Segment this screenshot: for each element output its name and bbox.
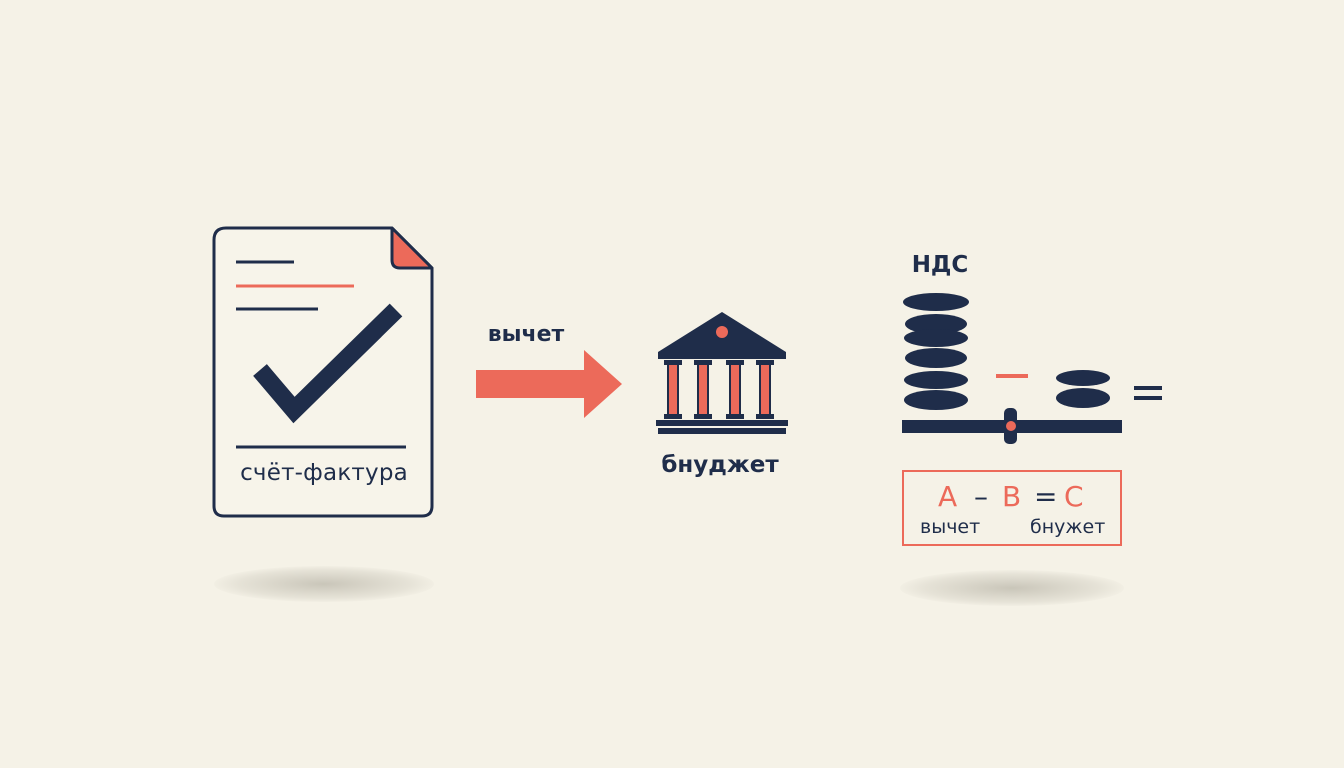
government-building-icon	[656, 312, 788, 434]
formula-left-caption: вычет	[920, 516, 981, 538]
arrow-label: вычет	[487, 322, 565, 347]
invoice-label: счёт-фактура	[240, 460, 408, 486]
formula-shadow	[900, 570, 1124, 606]
formula-b: B	[1002, 480, 1022, 513]
formula-box: A – B = C вычет бнужет	[902, 470, 1122, 546]
formula-equation: A – B = C	[904, 480, 1120, 513]
bank-label: бнуджет	[661, 452, 779, 478]
formula-a: A	[938, 480, 958, 513]
invoice-shadow	[214, 566, 434, 602]
right-arrow-icon	[476, 350, 622, 418]
formula-c: C	[1064, 480, 1084, 513]
formula-equals: =	[1034, 480, 1058, 513]
formula-minus: –	[974, 480, 988, 513]
nds-label: НДС	[911, 252, 969, 278]
formula-right-caption: бнужет	[1030, 516, 1106, 538]
coin-balance-icon	[902, 293, 1162, 444]
